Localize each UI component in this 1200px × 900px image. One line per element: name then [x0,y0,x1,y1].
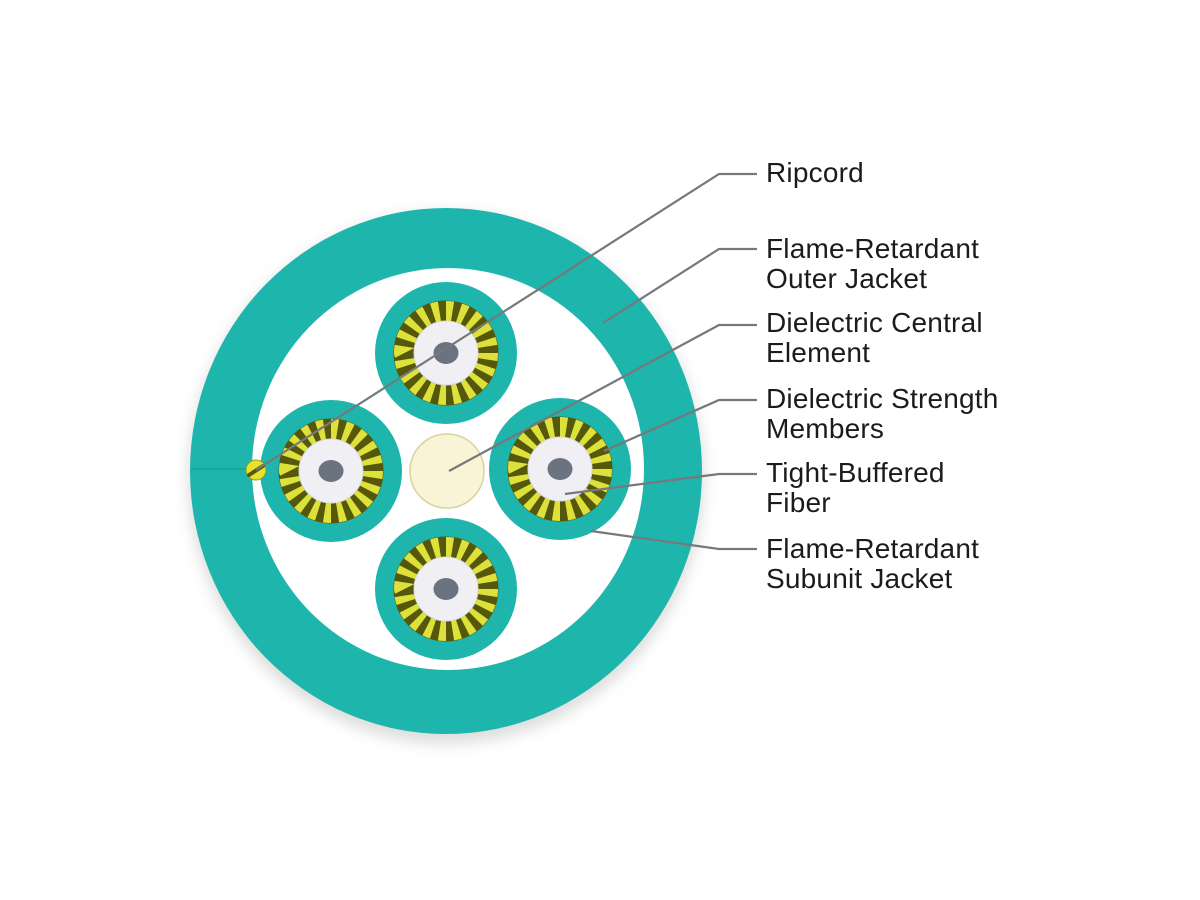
leader-line-tight-buffered-fiber [564,472,757,496]
fiber-subunit-right [489,398,631,540]
leader-line-strength-members [603,398,757,453]
leader-line-subunit-jacket [590,529,757,551]
leader-line-outer-jacket [602,247,757,324]
dielectric-central-element [409,433,485,509]
leader-lines [255,172,757,551]
fiber-subunit-top [375,282,517,424]
leader-line-ripcord [255,172,757,471]
leader-line-central-element [448,323,757,472]
fiber-subunit-bottom [375,518,517,660]
